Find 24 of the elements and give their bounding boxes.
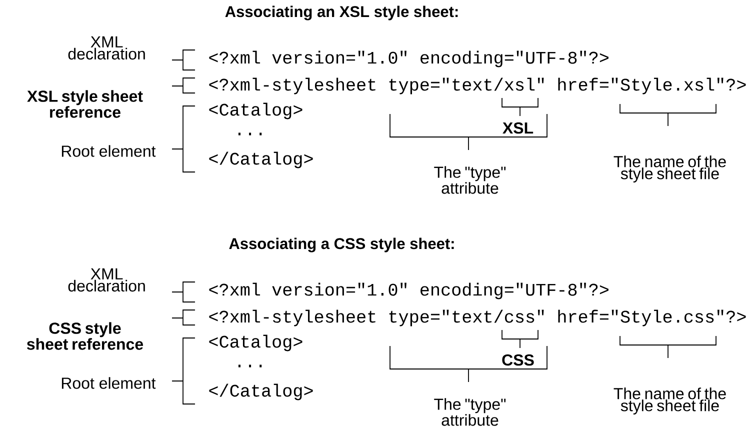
callout-label: The "type" attribute xyxy=(434,398,506,426)
part-label: CSS xyxy=(502,354,534,366)
part-label: XSL style sheet reference xyxy=(27,90,143,118)
code-line: <?xml version="1.0" encoding="UTF-8"?> xyxy=(209,282,608,300)
code-line: </Catalog> xyxy=(209,384,313,400)
callout-label: The name of the style sheet file xyxy=(614,156,726,182)
part-label: XSL xyxy=(502,122,534,134)
code-line: <?xml-stylesheet type="text/css" href="Style.css"?> xyxy=(209,310,746,326)
part-label: XML declaration xyxy=(68,268,145,292)
code-line: <Catalog> xyxy=(209,334,302,352)
code-line: <Catalog> xyxy=(209,102,302,120)
part-label: XML declaration xyxy=(68,36,145,60)
code-line: ... xyxy=(238,132,262,136)
code-line: <?xml version="1.0" encoding="UTF-8"?> xyxy=(209,50,608,68)
heading: Associating a CSS style sheet: xyxy=(229,238,454,252)
part-label: Root element xyxy=(62,145,156,157)
callout-label: The "type" attribute xyxy=(434,166,506,194)
code-line: <?xml-stylesheet type="text/xsl" href="Style.xsl"?> xyxy=(209,78,746,94)
heading: Associating an XSL style sheet: xyxy=(225,6,458,20)
code-line: </Catalog> xyxy=(209,152,313,168)
callout-label: The name of the style sheet file xyxy=(614,388,726,414)
code-line: ... xyxy=(238,364,262,368)
part-label: Root element xyxy=(62,377,156,389)
part-label: CSS style sheet reference xyxy=(26,322,144,350)
